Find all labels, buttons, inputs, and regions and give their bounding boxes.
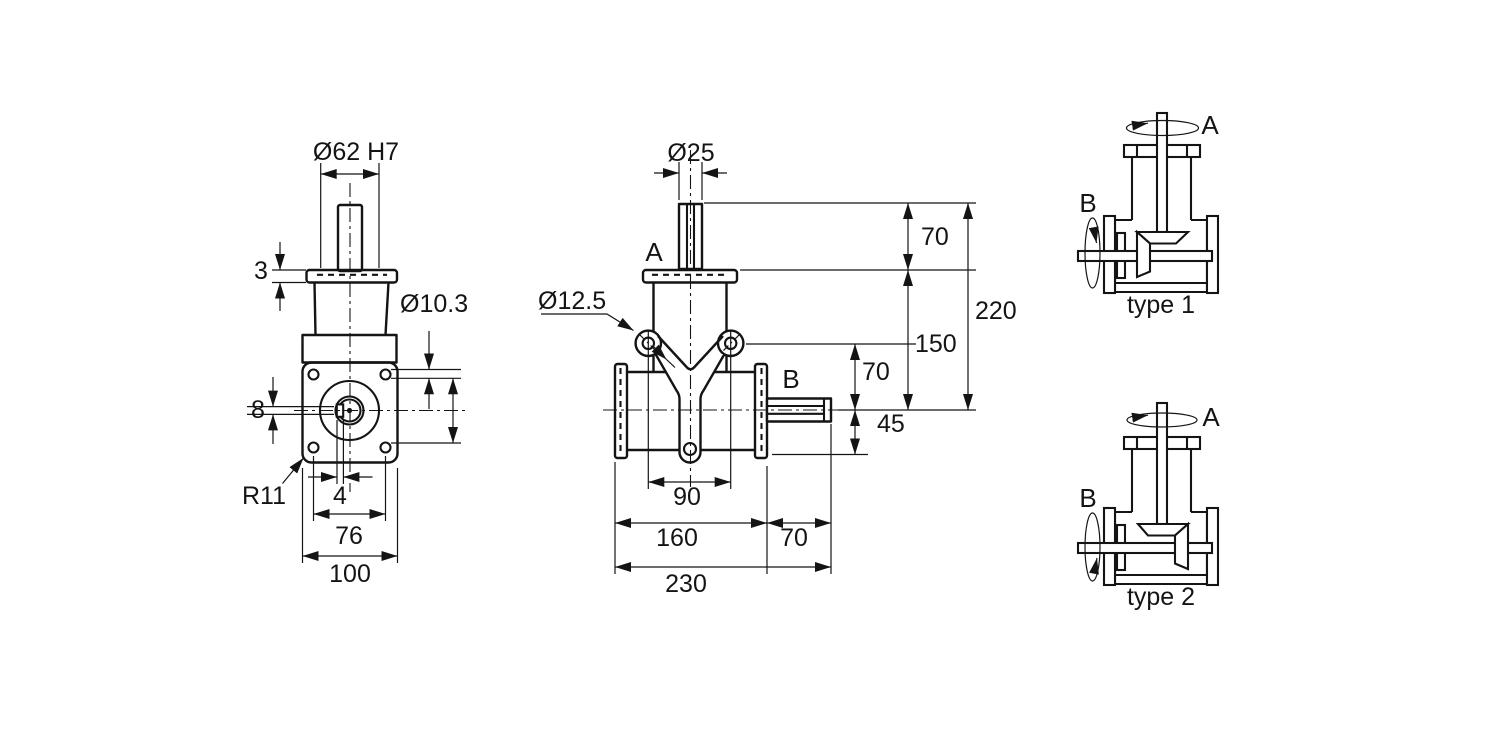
dim-label-150: 150 <box>915 330 957 358</box>
rotation-a-arrow <box>1131 120 1149 131</box>
type2-shaft-a <box>1155 401 1169 526</box>
dim-hole-dia: Ø10.3 <box>391 290 468 444</box>
dim-90: 90 <box>648 477 731 511</box>
rotation-b-ellipse <box>1084 512 1101 582</box>
dim-corner-radius: R11 <box>242 457 304 510</box>
dim-hole-pitch: 76 <box>312 456 387 550</box>
bolt-hole <box>379 368 392 381</box>
dim-label-dia10-3: Ø10.3 <box>400 290 468 318</box>
dim-label-dia25: Ø25 <box>667 139 714 167</box>
bolt-hole <box>379 441 392 454</box>
dim-label-r11: R11 <box>242 482 286 510</box>
dim-dia62: Ø62 H7 <box>313 138 399 268</box>
type1-a-label: A <box>1201 110 1219 140</box>
dim-shaft-dia: Ø25 <box>654 139 727 200</box>
dim-label-3: 3 <box>254 257 268 285</box>
bolt-hole <box>307 368 320 381</box>
rotation-a-ellipse <box>1126 412 1198 428</box>
dim-label-45: 45 <box>877 410 905 438</box>
side-view-outline <box>603 150 853 487</box>
rotation-a-arrow <box>1131 412 1149 423</box>
dim-keyway-height: 8 <box>247 377 334 444</box>
dim-label-76: 76 <box>335 522 363 550</box>
dim-label-90: 90 <box>673 483 701 511</box>
dim-230: 230 <box>615 562 831 598</box>
front-view: Ø62 H7 3 Ø10.3 8 R11 <box>242 138 468 588</box>
dim-70-shaft: 70 <box>767 518 831 552</box>
shaft-b-label: B <box>782 364 799 394</box>
dim-label-dia12-5: Ø12.5 <box>538 287 606 315</box>
dim-150: 150 <box>903 270 957 410</box>
type2-shaft-b <box>1076 541 1214 555</box>
front-view-outline <box>294 183 468 492</box>
side-extension-lines <box>614 202 976 574</box>
rotation-a-ellipse <box>1125 119 1200 137</box>
type2-a-label: A <box>1202 402 1220 432</box>
rotation-b-arrow <box>1089 557 1099 575</box>
type1-caption: type 1 <box>1127 291 1195 319</box>
dim-label-160: 160 <box>656 524 698 552</box>
dim-label-dia62: Ø62 H7 <box>313 138 399 166</box>
pinion-gear <box>1173 521 1190 571</box>
dim-label-4: 4 <box>333 482 347 510</box>
dim-220: 220 <box>963 203 1017 410</box>
dim-keyway-width: 4 <box>308 420 373 510</box>
type1-shaft-a <box>1155 111 1169 234</box>
type2-view: A B type 2 <box>1076 401 1220 611</box>
dim-flange-width: 100 <box>301 468 399 588</box>
type1-b-label: B <box>1079 188 1096 218</box>
dim-label-70-lug: 70 <box>862 358 890 386</box>
dim-label-70-shaft: 70 <box>780 524 808 552</box>
rotation-b-ellipse <box>1084 217 1101 289</box>
type1-view: A B type 1 <box>1076 110 1219 319</box>
dim-label-70-top: 70 <box>921 223 949 251</box>
bolt-hole <box>307 441 320 454</box>
dim-label-100: 100 <box>329 560 371 588</box>
rotation-b-arrow <box>1088 226 1099 244</box>
type2-caption: type 2 <box>1127 583 1195 611</box>
dim-lug-hole-dia: Ø12.5 <box>538 287 676 368</box>
type2-b-label: B <box>1079 483 1096 513</box>
dim-70-top: 70 <box>903 203 949 270</box>
dim-70-lug: 70 <box>850 344 890 410</box>
shaft-a-label: A <box>645 237 663 267</box>
dim-label-230: 230 <box>665 570 707 598</box>
side-view: Ø25 A B Ø12.5 70 150 <box>538 139 1017 598</box>
pinion-gear <box>1135 229 1152 279</box>
dim-flange-thickness: 3 <box>254 242 306 311</box>
dim-160: 160 <box>615 518 767 552</box>
dim-label-220: 220 <box>975 297 1017 325</box>
dim-label-8: 8 <box>251 396 265 424</box>
dim-45: 45 <box>850 410 905 455</box>
